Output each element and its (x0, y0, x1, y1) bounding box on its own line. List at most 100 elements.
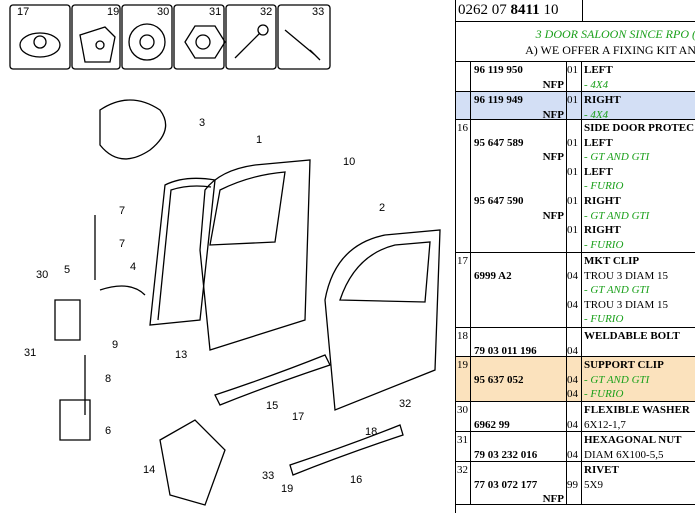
front-door (199, 159, 311, 351)
table-row[interactable]: 31 79 03 232 016 04 HEXAGONAL NUT DIAM 6X100… (456, 432, 695, 462)
quantity: 04 (567, 388, 578, 400)
table-row[interactable]: 30 6962 99 04 FLEXIBLE WASHER 6X12-1,7 (456, 402, 695, 432)
ref-number: 18 (457, 330, 468, 342)
description: WELDABLE BOLT (584, 330, 680, 342)
quantity: 01 (567, 195, 578, 207)
description: TROU 3 DIAM 15 (584, 269, 669, 282)
code-bold: 8411 (510, 2, 540, 18)
description: RIGHT (584, 224, 621, 236)
callout: 32 (399, 398, 412, 410)
quantity: 04 (567, 298, 578, 311)
description: MKT CLIP (584, 255, 640, 267)
description: SIDE DOOR PROTEC (584, 122, 695, 134)
thumb-label: 33 (312, 6, 325, 18)
callout: 15 (266, 400, 279, 412)
variant-label: - GT AND GTI (584, 151, 650, 163)
quantity: 04 (567, 344, 578, 357)
callout: 5 (64, 264, 71, 276)
callout: 16 (350, 474, 363, 486)
description: RIVET (584, 464, 619, 476)
variant-label: - FURIO (584, 388, 624, 400)
table-row[interactable]: 18 79 03 011 196 04 WELDABLE BOLT (456, 328, 695, 357)
ref-number: 16 (457, 122, 468, 134)
description: SUPPORT CLIP (584, 359, 664, 371)
door-diagram-drawing (9, 4, 441, 506)
part-number: 6962 99 (474, 418, 510, 431)
callout: 6 (105, 425, 112, 437)
quantity: 04 (567, 269, 578, 282)
callout: 10 (343, 156, 356, 168)
description: LEFT (584, 64, 613, 76)
variant-label: - GT AND GTI (584, 209, 650, 222)
quantity: 04 (567, 448, 578, 461)
description: DIAM 6X100-5,5 (584, 448, 664, 461)
thumb-label: 19 (107, 6, 120, 18)
description: HEXAGONAL NUT (584, 434, 682, 446)
section-title: 3 DOOR SALOON SINCE RPO ( A) WE OFFER A … (456, 22, 695, 62)
part-number: 96 119 949 (474, 94, 523, 106)
part-number: 77 03 072 177 (474, 478, 538, 491)
description: 5X9 (584, 478, 603, 491)
description: 6X12-1,7 (584, 418, 626, 431)
thumb-label: 32 (260, 6, 273, 18)
quantity: 01 (567, 136, 578, 149)
variant-label: - 4X4 (584, 108, 609, 120)
seal-and-frame (99, 99, 216, 326)
callout: 19 (281, 483, 294, 495)
variant-label: - FURIO (584, 313, 624, 325)
part-number: 95 637 052 (474, 373, 524, 386)
ref-number: 19 (457, 359, 468, 371)
description: RIGHT (584, 195, 621, 207)
catalog-header: 0262 07 8411 10 (456, 0, 695, 22)
callout: 17 (292, 411, 305, 423)
variant-label: - FURIO (584, 238, 624, 251)
description: LEFT (584, 165, 613, 178)
callout: 30 (36, 269, 49, 281)
section-title-line1: 3 DOOR SALOON SINCE RPO ( (535, 27, 695, 41)
variant-label: - 4X4 (584, 78, 609, 91)
thumb-label: 30 (157, 6, 170, 18)
ref-number: 31 (457, 434, 468, 446)
ref-number: 30 (457, 404, 468, 416)
part-number: 96 119 950 (474, 64, 523, 76)
part-number: 95 647 590 (474, 195, 524, 207)
nfp-label: NFP (542, 493, 564, 505)
callout: 9 (112, 339, 119, 351)
description: LEFT (584, 136, 613, 149)
code-prefix: 0262 07 (458, 2, 511, 18)
catalog-code: 0262 07 8411 10 (458, 2, 558, 19)
callout: 33 (262, 470, 275, 482)
thumb-label: 17 (17, 6, 30, 18)
quantity: 99 (567, 478, 578, 491)
callout: 1 (256, 134, 263, 146)
rear-door (324, 229, 441, 411)
callout: 18 (365, 426, 378, 438)
code-suffix: 10 (539, 2, 559, 18)
variant-label: - FURIO (584, 180, 624, 192)
parts-exploded-diagram: 17 19 30 31 32 33 3 1 10 2 7 7 4 30 5 31… (9, 4, 441, 506)
quantity: 04 (567, 418, 578, 431)
callout: 7 (119, 238, 126, 250)
part-number: 79 03 232 016 (474, 448, 538, 461)
description: FLEXIBLE WASHER (584, 404, 690, 416)
part-number: 79 03 011 196 (474, 344, 537, 357)
quantity: 01 (567, 165, 578, 178)
part-number: 95 647 589 (474, 136, 524, 149)
parts-table: 0262 07 8411 10 3 DOOR SALOON SINCE RPO … (455, 0, 695, 513)
nfp-label: NFP (542, 209, 564, 222)
ref-number: 17 (457, 255, 468, 267)
callout: 8 (105, 373, 112, 385)
quantity: 01 (567, 64, 578, 76)
callout: 14 (143, 464, 156, 476)
description: RIGHT (584, 94, 621, 106)
thumbnail-strip (9, 4, 331, 70)
hinges-and-parts (54, 215, 404, 506)
quantity: 01 (567, 224, 578, 236)
